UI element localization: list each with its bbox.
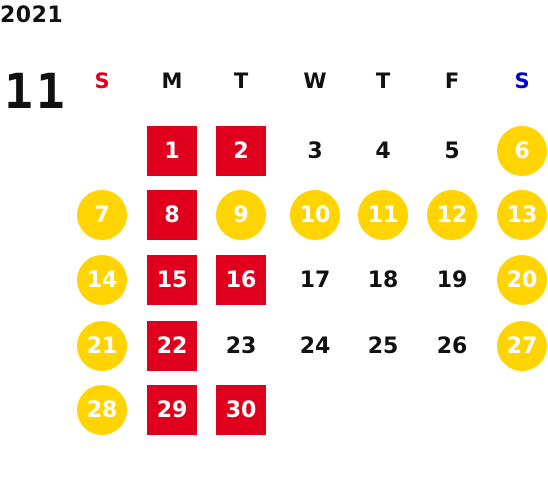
- weekday-header-3: W: [303, 69, 327, 93]
- day-26[interactable]: 26: [436, 333, 468, 359]
- weekday-header-0: S: [94, 69, 110, 93]
- day-24[interactable]: 24: [299, 333, 331, 359]
- year-label: 2021: [0, 3, 64, 28]
- day-20[interactable]: 20: [497, 255, 547, 305]
- weekday-header-1: M: [161, 69, 183, 93]
- day-21[interactable]: 21: [77, 321, 127, 371]
- day-8[interactable]: 8: [147, 190, 197, 240]
- day-11[interactable]: 11: [358, 190, 408, 240]
- day-4[interactable]: 4: [375, 138, 391, 164]
- month-label: 11: [4, 64, 68, 120]
- day-5[interactable]: 5: [444, 138, 460, 164]
- weekday-header-5: F: [444, 69, 460, 93]
- day-7[interactable]: 7: [77, 190, 127, 240]
- day-12[interactable]: 12: [427, 190, 477, 240]
- day-14[interactable]: 14: [77, 255, 127, 305]
- day-2[interactable]: 2: [216, 126, 266, 176]
- weekday-header-2: T: [233, 69, 249, 93]
- day-10[interactable]: 10: [290, 190, 340, 240]
- day-17[interactable]: 17: [299, 267, 331, 293]
- weekday-header-6: S: [514, 69, 530, 93]
- day-6[interactable]: 6: [497, 126, 547, 176]
- day-22[interactable]: 22: [147, 321, 197, 371]
- day-29[interactable]: 29: [147, 385, 197, 435]
- day-27[interactable]: 27: [497, 321, 547, 371]
- day-3[interactable]: 3: [307, 138, 323, 164]
- day-9[interactable]: 9: [216, 190, 266, 240]
- day-18[interactable]: 18: [367, 267, 399, 293]
- day-1[interactable]: 1: [147, 126, 197, 176]
- day-23[interactable]: 23: [225, 333, 257, 359]
- day-28[interactable]: 28: [77, 385, 127, 435]
- day-13[interactable]: 13: [497, 190, 547, 240]
- day-25[interactable]: 25: [367, 333, 399, 359]
- day-19[interactable]: 19: [436, 267, 468, 293]
- day-16[interactable]: 16: [216, 255, 266, 305]
- day-15[interactable]: 15: [147, 255, 197, 305]
- day-30[interactable]: 30: [216, 385, 266, 435]
- weekday-header-4: T: [375, 69, 391, 93]
